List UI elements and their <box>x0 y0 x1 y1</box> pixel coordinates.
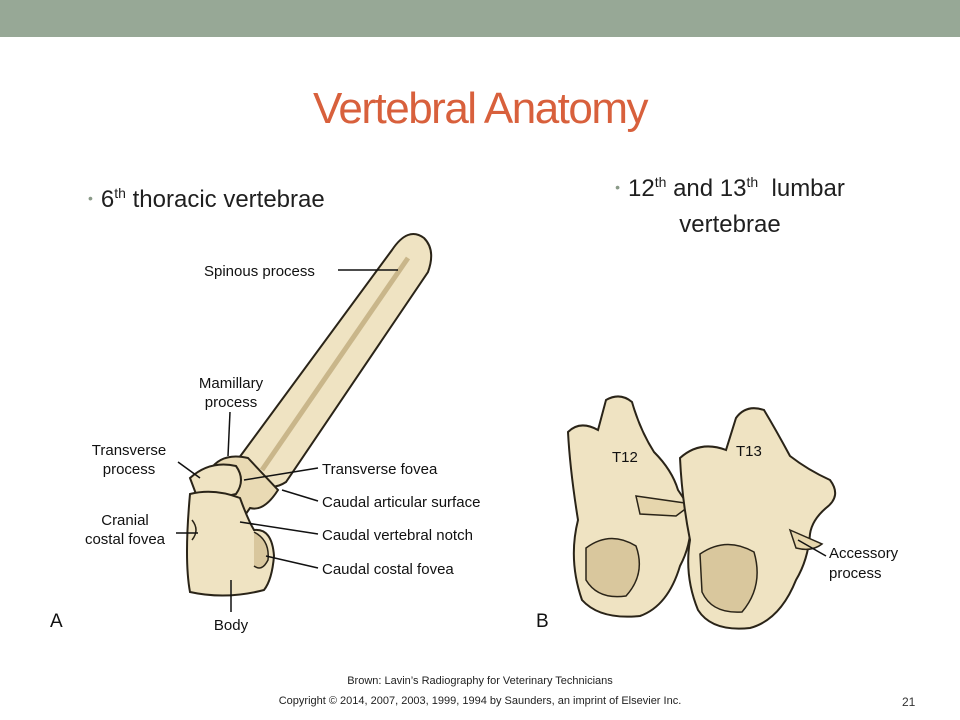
label-caudal-costal: Caudal costal fovea <box>322 561 454 578</box>
panel-label-a: A <box>50 611 63 632</box>
bullet-superscript: th <box>114 185 126 201</box>
label-accessory-2: process <box>829 565 882 582</box>
lumbar-vertebrae-illustration <box>566 395 837 630</box>
bullet-text: thoracic vertebrae <box>125 186 325 213</box>
label-t12: T12 <box>612 449 638 466</box>
cranial-fovea-shape <box>191 519 197 541</box>
label-cranial-2: costal fovea <box>85 531 166 548</box>
label-caudal-articular: Caudal articular surface <box>322 494 480 511</box>
leader-lines-a <box>176 269 398 612</box>
label-cranial-1: Cranial <box>101 512 149 529</box>
spinous-shading <box>259 256 411 472</box>
bullet-number-a: 12 <box>628 175 655 202</box>
label-accessory-1: Accessory <box>829 545 899 562</box>
t12-process-shape <box>635 495 694 517</box>
bullet-thoracic: • 6th thoracic vertebrae <box>88 176 325 219</box>
bullet-line-1: •12th and 13th lumbar <box>560 165 900 208</box>
page-number: 21 <box>902 695 916 709</box>
bullet-text: lumbar <box>758 175 845 202</box>
bullet-lumbar: •12th and 13th lumbar vertebrae <box>560 165 900 242</box>
label-transverse-1: Transverse <box>92 442 166 459</box>
leader-accessory <box>797 539 827 557</box>
label-mamillary-2: process <box>205 394 258 411</box>
label-mamillary-1: Mamillary <box>199 375 264 392</box>
label-spinous-process: Spinous process <box>204 263 315 280</box>
label-caudal-notch: Caudal vertebral notch <box>322 527 473 544</box>
label-t13: T13 <box>736 443 762 460</box>
slide-title: Vertebral Anatomy <box>312 84 649 133</box>
accessory-process-shape <box>788 528 824 551</box>
bullet-number: 6 <box>100 186 115 213</box>
bullet-dot: • <box>88 190 93 206</box>
reference-line-1: Brown: Lavin’s Radiography for Veterinar… <box>347 675 613 687</box>
t12-body-shading <box>585 537 641 598</box>
thoracic-vertebra-illustration <box>186 233 433 597</box>
bullet-superscript-a: th <box>654 174 667 190</box>
panel-label-b: B <box>536 611 549 632</box>
caudal-costal-fovea-shape <box>253 531 269 569</box>
bullet-number-b: and 13 <box>666 175 747 202</box>
header-bar <box>0 0 960 37</box>
bullet-superscript-b: th <box>746 174 759 190</box>
t13-body-shading <box>699 543 758 613</box>
label-transverse-2: process <box>103 461 156 478</box>
label-body: Body <box>214 617 249 634</box>
vertebral-body-shape <box>186 490 276 597</box>
bullet-line-2: vertebrae <box>679 211 781 238</box>
reference-line-2: Copyright © 2014, 2007, 2003, 1999, 1994… <box>278 695 682 707</box>
label-transverse-fovea: Transverse fovea <box>322 461 438 478</box>
bullet-dot: • <box>615 179 621 195</box>
